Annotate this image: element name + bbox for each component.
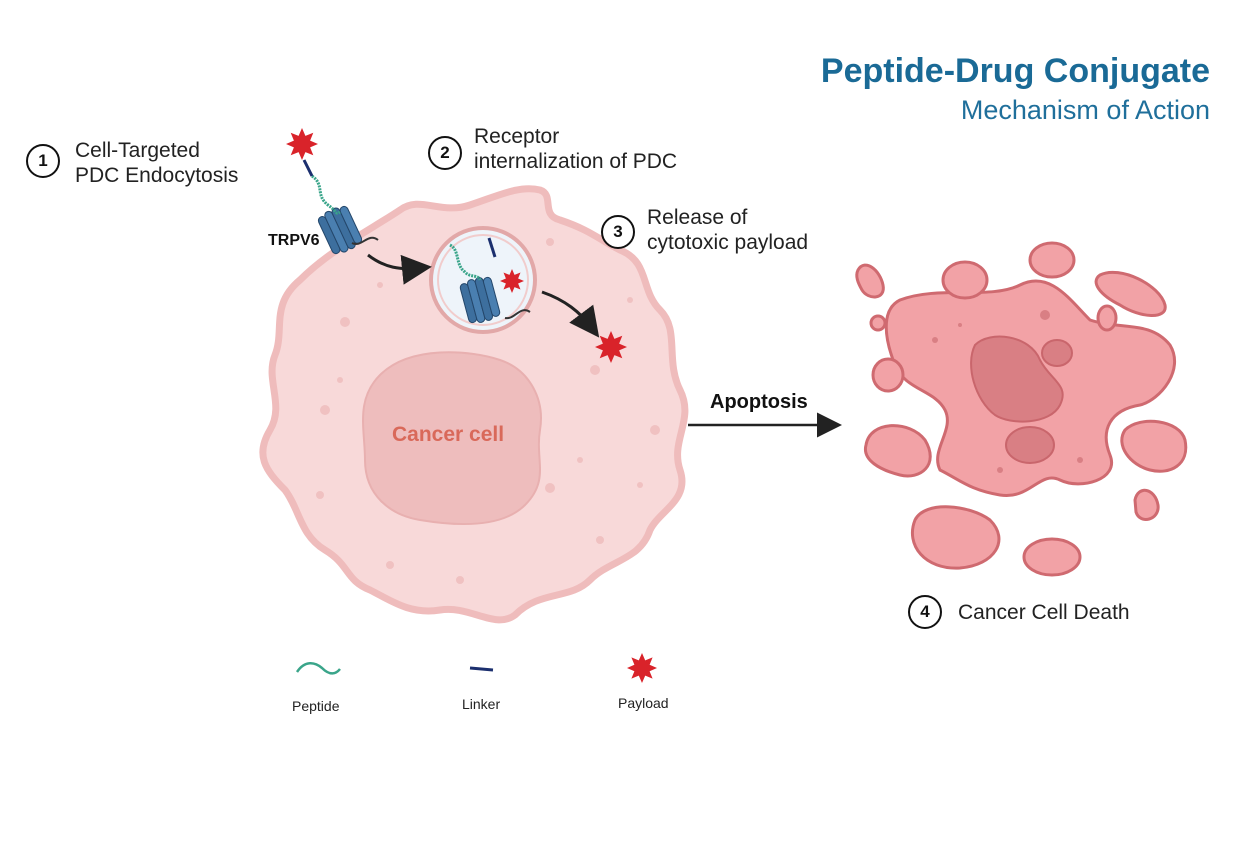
cytoplasm-dots	[316, 238, 660, 584]
title: Peptide-Drug Conjugate	[820, 52, 1210, 90]
internalization-arrow	[367, 253, 432, 285]
apoptosis-label: Apoptosis	[710, 391, 808, 413]
step-number: 3	[601, 215, 635, 249]
trpv6-receptor-icon	[317, 205, 363, 255]
legend-payload-label: Payload	[618, 695, 669, 711]
dead-cell-nuclear-fragments	[970, 335, 1073, 464]
step-number: 4	[908, 595, 942, 629]
legend-peptide-label: Peptide	[292, 698, 340, 714]
step-number: 1	[26, 144, 60, 178]
payload-star-icon	[500, 269, 524, 293]
step-number: 2	[428, 136, 462, 170]
linker-line-icon	[469, 666, 494, 672]
nucleus	[362, 351, 542, 526]
cell-label: Cancer cell	[392, 423, 505, 446]
step-text: Cancer Cell Death	[958, 601, 1130, 624]
payload-star-icon	[595, 331, 627, 363]
internalized-receptor-icon	[459, 276, 501, 324]
receptor-label: TRPV6	[268, 232, 320, 249]
dead-cell-dots	[932, 310, 1083, 473]
subtitle: Mechanism of Action	[960, 95, 1210, 125]
payload-star-icon	[627, 653, 657, 683]
peptide-wave-icon	[295, 662, 341, 675]
release-arrow	[541, 290, 600, 338]
legend-linker-label: Linker	[462, 696, 501, 712]
payload-star-icon	[286, 128, 318, 160]
